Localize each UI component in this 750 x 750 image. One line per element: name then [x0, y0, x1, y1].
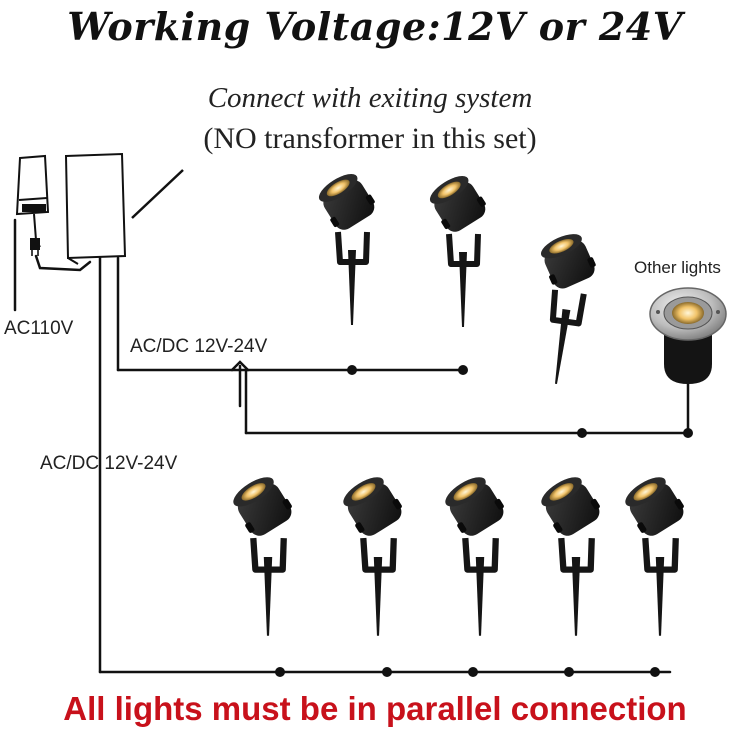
spotlight-icon-1 [313, 168, 380, 325]
spotlight-icon-7 [535, 470, 605, 635]
caption-pointer-line [131, 169, 184, 219]
spotlight-icon-3 [517, 223, 605, 388]
acdc-left-label: AC/DC 12V-24V [40, 453, 178, 474]
spotlight-icon-5 [337, 470, 407, 635]
no-transformer-caption: (NO transformer in this set) [203, 122, 537, 155]
page-title: Working Voltage:12V or 24V [67, 4, 683, 49]
ac110v-label: AC110V [4, 318, 74, 339]
acdc-upper-label: AC/DC 12V-24V [130, 336, 268, 357]
parallel-connection-note: All lights must be in parallel connectio… [63, 690, 687, 727]
other-lights-label: Other lights [634, 258, 721, 277]
wire-network [13, 218, 692, 674]
connect-caption: Connect with exiting system [207, 82, 533, 114]
wall-outlet-icon [15, 154, 50, 256]
spotlight-icon-6 [439, 470, 509, 635]
junction-dots [275, 365, 693, 677]
spotlight-icon-2 [424, 170, 491, 327]
spotlight-icon-4 [227, 470, 297, 635]
spotlight-icon-8 [619, 470, 689, 635]
inground-light-icon [649, 287, 727, 384]
transformer-box-icon [64, 152, 127, 265]
